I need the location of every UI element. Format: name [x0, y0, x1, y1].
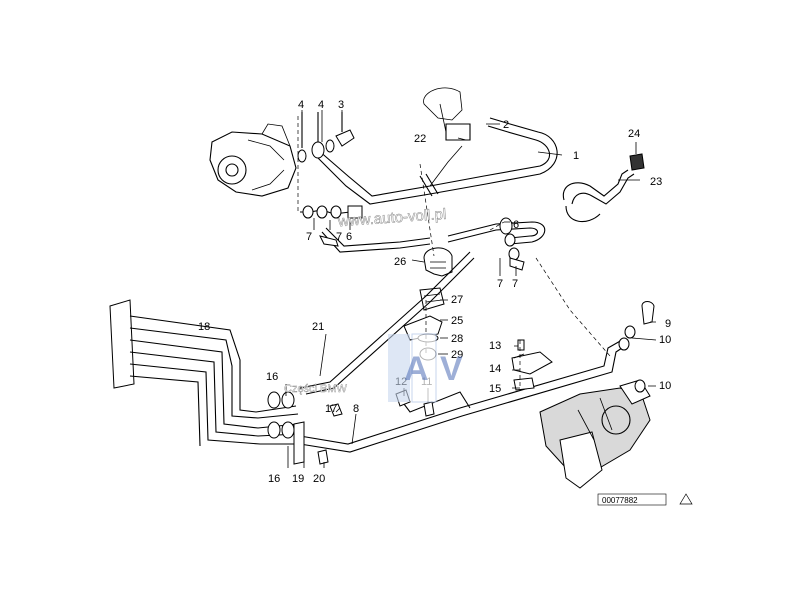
- return-line-21: [299, 251, 475, 395]
- callout-7a: 7: [306, 231, 312, 243]
- diagram-ref-number: 00077882: [602, 496, 638, 505]
- callout-24: 24: [628, 128, 640, 140]
- callout-7c: 7: [497, 278, 503, 290]
- callout-7b: 7: [336, 231, 342, 243]
- callout-10b: 10: [659, 380, 671, 392]
- callout-2: 2: [503, 119, 509, 131]
- leader-lines: [285, 110, 657, 468]
- callout-14: 14: [489, 363, 501, 375]
- callout-9: 9: [665, 318, 671, 330]
- watermark: www.auto-voll.pl AV Części BMW: [284, 206, 477, 403]
- callout-6a: 6: [346, 231, 352, 243]
- watermark-logo-block-a: [388, 334, 410, 402]
- callout-21: 21: [312, 321, 324, 333]
- callout-16a: 16: [266, 371, 278, 383]
- callout-3: 3: [338, 99, 344, 111]
- watermark-logo-block-b: [411, 333, 437, 403]
- callout-6b: 6: [513, 219, 519, 231]
- expansion-hose-1: [317, 117, 558, 205]
- banjo-bolt-assembly: [297, 112, 355, 163]
- callout-16b: 16: [268, 473, 280, 485]
- callout-23: 23: [650, 176, 662, 188]
- reservoir-outlet: [423, 87, 471, 141]
- reference-lines: [297, 116, 611, 386]
- callout-13: 13: [489, 340, 501, 352]
- cooler-fittings: [267, 391, 343, 465]
- callout-20: 20: [313, 473, 325, 485]
- callout-7d: 7: [512, 278, 518, 290]
- callout-22: 22: [414, 133, 426, 145]
- oil-cooler: [109, 299, 300, 447]
- callout-28: 28: [451, 333, 463, 345]
- callout-8: 8: [353, 403, 359, 415]
- watermark-logo-letters: AV: [404, 350, 477, 388]
- watermark-brand: Części BMW: [284, 383, 348, 395]
- callout-17: 17: [325, 403, 337, 415]
- callout-25: 25: [451, 315, 463, 327]
- steering-gear: [539, 379, 651, 489]
- callout-10a: 10: [659, 334, 671, 346]
- hose-23: [562, 153, 645, 223]
- clamp-26: [423, 247, 453, 277]
- callout-29: 29: [451, 349, 463, 361]
- callout-26: 26: [394, 256, 406, 268]
- gear-fittings: [618, 301, 655, 393]
- diagram-reference: 00077882: [597, 493, 693, 506]
- warning-triangle-icon: [679, 493, 693, 505]
- callout-19: 19: [292, 473, 304, 485]
- callout-15: 15: [489, 383, 501, 395]
- power-steering-pump: [209, 123, 297, 197]
- callout-27: 27: [451, 294, 463, 306]
- callout-1: 1: [573, 150, 579, 162]
- callout-4a: 4: [298, 99, 304, 111]
- pressure-line: [300, 205, 546, 271]
- callout-18: 18: [198, 321, 210, 333]
- callout-4b: 4: [318, 99, 324, 111]
